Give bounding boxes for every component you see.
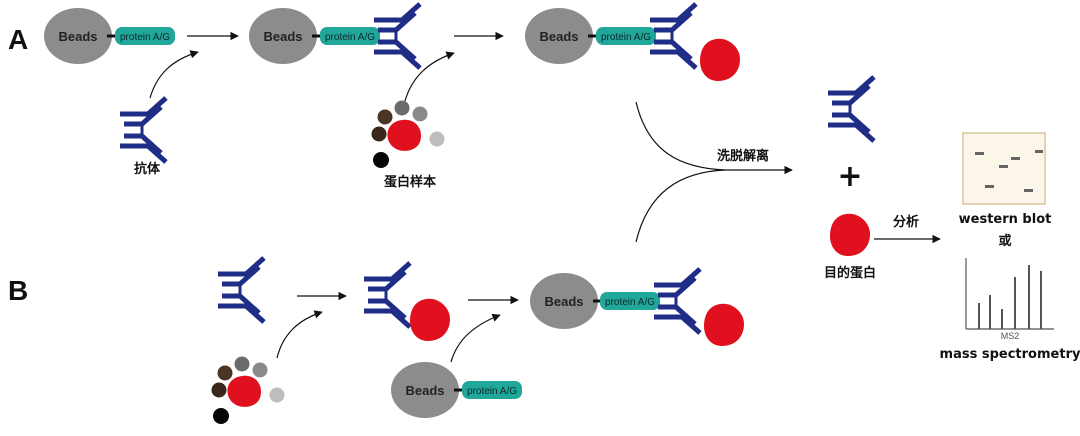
beads-label: Beads [405, 383, 444, 398]
target-protein-icon [700, 38, 740, 81]
antibody-icon [218, 258, 264, 322]
protein-ag-label: protein A/G [467, 386, 517, 397]
beads-label: Beads [58, 29, 97, 44]
protein-ag-pill [115, 27, 175, 45]
western-blot-icon [962, 132, 1046, 205]
beads-antibody-protein-complex-b: Beads protein A/G [530, 269, 744, 346]
antibody-icon [364, 263, 410, 327]
beads-icon [525, 8, 593, 64]
beads-label: Beads [263, 29, 302, 44]
beads-label: Beads [539, 29, 578, 44]
beads-antibody-complex: Beads protein A/G [249, 4, 420, 68]
beads-icon [530, 273, 598, 329]
protein-mixture-icon [211, 356, 285, 424]
arrow-icon [450, 313, 501, 363]
protein-ag-pill [600, 292, 660, 310]
antibody-icon [654, 269, 700, 333]
elution-label: 洗脱解离 [717, 148, 769, 164]
antibody-icon [374, 4, 420, 68]
protein-ag-label: protein A/G [601, 32, 651, 43]
analysis-label: 分析 [893, 214, 919, 230]
western-blot-label: western blot [959, 212, 1052, 227]
protein-ag-label: protein A/G [120, 32, 170, 43]
target-protein-icon [410, 298, 450, 341]
protein-mixture-icon [371, 100, 445, 168]
antibody-icon [828, 77, 874, 141]
convergence-curve-top [635, 101, 726, 171]
target-protein-icon [704, 303, 744, 346]
antibody-icon [120, 98, 166, 162]
plus-sign: + [837, 159, 862, 194]
beads-protein-ag-complex: Beads protein A/G [44, 8, 175, 64]
panel-label-a: A [8, 24, 28, 55]
beads-icon [391, 362, 459, 418]
antibody-icon [650, 4, 696, 68]
or-label: 或 [998, 233, 1011, 249]
beads-label: Beads [544, 294, 583, 309]
protein-ag-pill [320, 27, 380, 45]
protein-ag-label: protein A/G [605, 297, 655, 308]
protein-ag-label: protein A/G [325, 32, 375, 43]
ms2-label: MS2 [1001, 331, 1020, 341]
mass-spectrum-icon [965, 258, 1054, 330]
panel-label-b: B [8, 275, 28, 306]
arrow-icon [149, 50, 199, 99]
beads-icon [44, 8, 112, 64]
antibody-label: 抗体 [134, 161, 161, 177]
mass-spec-label: mass spectrometry [940, 347, 1080, 362]
protein-ag-pill [596, 27, 656, 45]
beads-protein-ag-complex-b: Beads protein A/G [391, 362, 522, 418]
protein-ag-pill [462, 381, 522, 399]
beads-icon [249, 8, 317, 64]
arrow-icon [276, 310, 323, 359]
target-protein-icon [830, 213, 870, 256]
beads-antibody-protein-complex: Beads protein A/G [525, 4, 740, 81]
arrow-icon [404, 51, 455, 102]
target-protein-label: 目的蛋白 [824, 265, 876, 281]
convergence-curve-bottom [635, 169, 726, 243]
antibody-protein-complex [364, 263, 450, 341]
protein-sample-label: 蛋白样本 [384, 174, 436, 190]
